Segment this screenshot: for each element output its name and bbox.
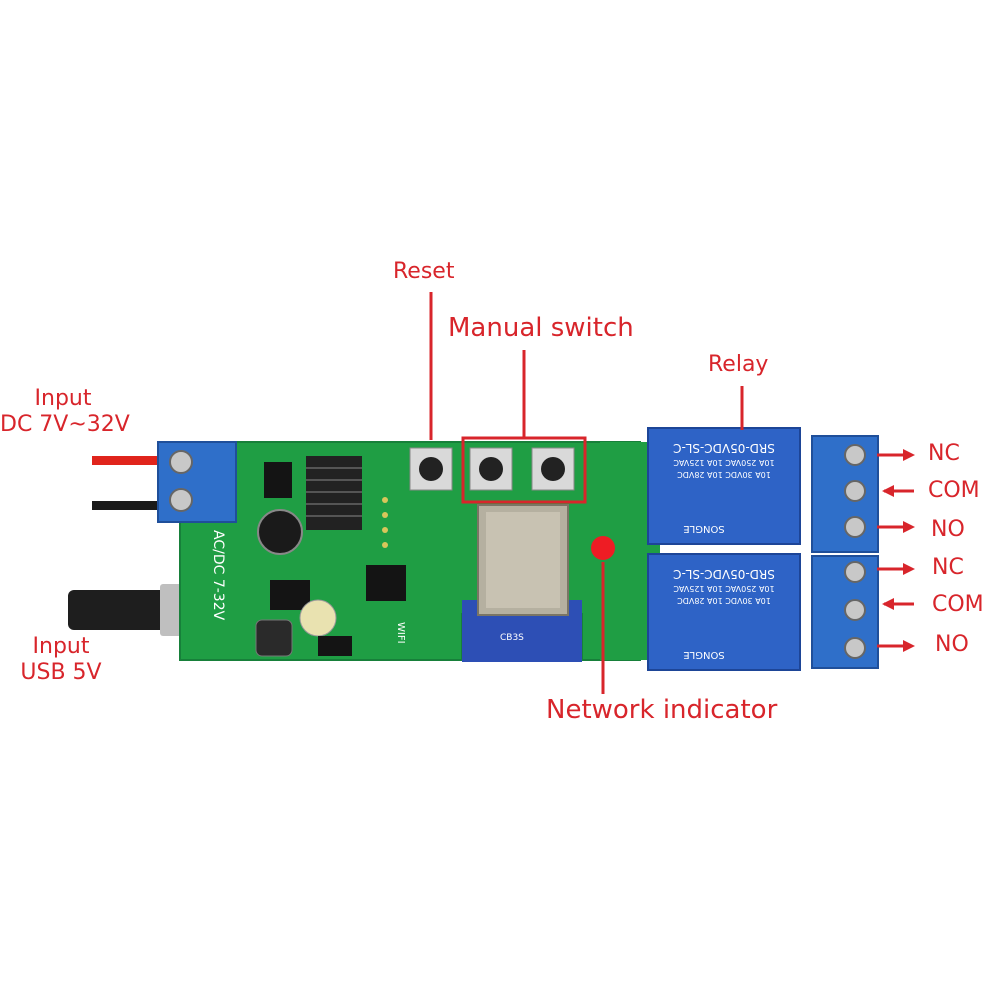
- screw-no-bottom: [844, 637, 866, 659]
- arrow-com-bottom: [882, 598, 894, 610]
- red-wire: [92, 456, 164, 465]
- label-input-dc-line2: DC 7V~32V: [0, 412, 130, 437]
- dc-screw-1: [169, 450, 193, 474]
- yellow-capacitor: [299, 599, 337, 637]
- arrow-no-top: [903, 521, 915, 533]
- screw-com-top: [844, 480, 866, 502]
- label-input-dc: Input DC 7V~32V: [0, 386, 130, 438]
- label-input-usb-line2: USB 5V: [20, 660, 102, 685]
- acdc-silkscreen: AC/DC 7-32V: [210, 530, 226, 621]
- relay-1-brand: SONGLE: [683, 523, 724, 534]
- manual-switch-2-cap: [541, 457, 565, 481]
- label-reset: Reset: [393, 259, 455, 284]
- label-manual-switch: Manual switch: [448, 313, 634, 343]
- reset-button-cap: [419, 457, 443, 481]
- label-input-usb-line1: Input: [32, 634, 90, 659]
- wifi-silkscreen: WIFI: [395, 622, 406, 644]
- label-nc-top: NC: [928, 441, 960, 466]
- relay-1-spec-2: 10A 30VDC 10A 28VDC: [677, 470, 771, 479]
- relay-2-spec-1: 10A 250VAC 10A 125VAC: [673, 584, 775, 593]
- label-network-indicator: Network indicator: [546, 695, 778, 725]
- label-com-top: COM: [928, 478, 980, 503]
- relay-2-brand: SONGLE: [683, 649, 724, 660]
- arrow-nc-top: [903, 449, 915, 461]
- screw-com-bottom: [844, 599, 866, 621]
- label-no-top: NO: [931, 517, 965, 542]
- capacitor: [257, 509, 303, 555]
- label-nc-bottom: NC: [932, 555, 964, 580]
- relay-2: [647, 553, 801, 671]
- arrow-com-top: [882, 485, 894, 497]
- module-text: CB3S: [500, 633, 524, 643]
- dc-screw-2: [169, 488, 193, 512]
- manual-switch-1-cap: [479, 457, 503, 481]
- label-com-bottom: COM: [932, 592, 984, 617]
- black-wire: [92, 501, 164, 510]
- label-input-usb: Input USB 5V: [0, 634, 122, 686]
- ic-chip-1: [264, 462, 292, 498]
- relay-1-model: SRD-05VDC-SL-C: [673, 441, 775, 455]
- relay-1-spec-1: 10A 250VAC 10A 125VAC: [673, 458, 775, 467]
- screw-nc-top: [844, 444, 866, 466]
- wifi-module-shield: [486, 512, 560, 608]
- screw-no-top: [844, 516, 866, 538]
- dc-terminal-block: [157, 441, 237, 523]
- arrow-nc-bottom: [903, 563, 915, 575]
- relay-1: [647, 427, 801, 545]
- smd-black: [318, 636, 352, 656]
- label-input-dc-line1: Input: [34, 386, 92, 411]
- ic-chip-3: [366, 565, 406, 601]
- ic-chip-2: [270, 580, 310, 610]
- label-relay: Relay: [708, 352, 769, 377]
- relay-2-model: SRD-05VDC-SL-C: [673, 567, 775, 581]
- relay-2-spec-2: 10A 30VDC 10A 28VDC: [677, 596, 771, 605]
- inductor: [255, 619, 293, 657]
- label-no-bottom: NO: [935, 632, 969, 657]
- usb-cable: [68, 590, 168, 630]
- network-indicator-led: [591, 536, 615, 560]
- screw-nc-bottom: [844, 561, 866, 583]
- arrow-no-bottom: [903, 640, 915, 652]
